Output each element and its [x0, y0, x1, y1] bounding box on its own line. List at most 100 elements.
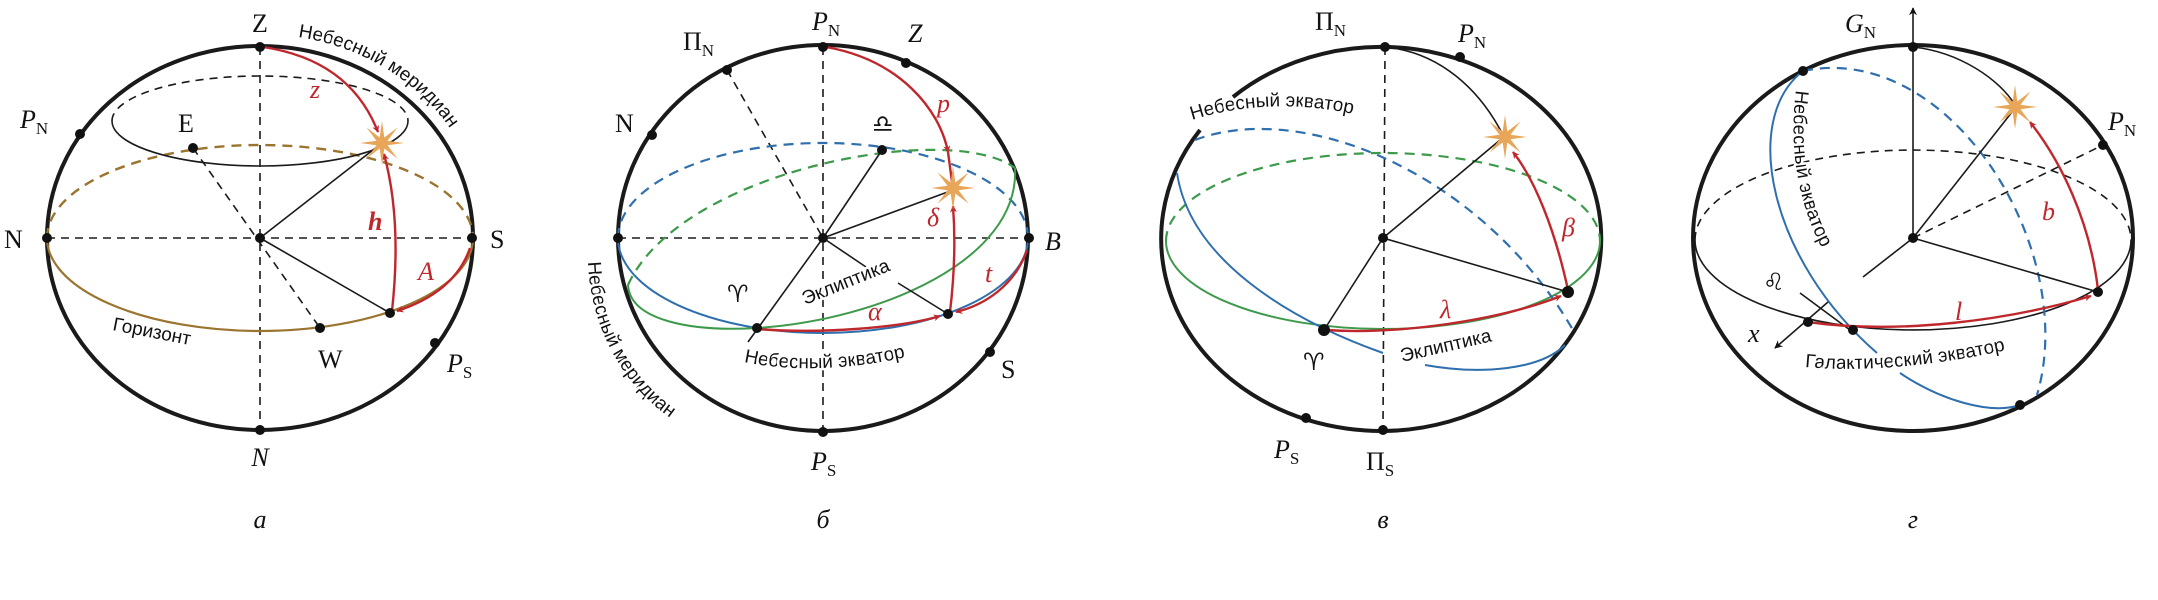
horizon-back: [45, 143, 475, 239]
almucantar-back: [111, 75, 409, 122]
star-direction: [1382, 139, 1501, 239]
latitude-arc: [1512, 151, 1570, 291]
libra-direction: [822, 149, 883, 239]
polar-distance-arc-end: [946, 151, 954, 183]
caption-d: г: [1908, 505, 1918, 534]
star-foot-direction: [1382, 237, 1569, 293]
ecliptic-meridian: [1384, 46, 1504, 136]
south-pole-label: PS: [446, 349, 472, 382]
longitude-arc: [1325, 294, 1562, 333]
caption-a: а: [254, 505, 267, 534]
panel-d-galactic-system: GN PN ♌ x b l Небесный экватор Галактиче…: [1691, 7, 2136, 534]
meridian-label: Небесный меридиан: [297, 21, 463, 131]
ecliptic-front: [627, 167, 1017, 330]
x-label: x: [1747, 319, 1760, 348]
aries-icon: ♈: [1303, 348, 1325, 376]
south-label: S: [490, 225, 504, 254]
star-icon: [360, 121, 404, 165]
star-direction: [259, 145, 379, 239]
galactic-meridian: [1912, 46, 2016, 106]
celestial-equator-front-2: [1424, 344, 1566, 371]
star-foot-direction: [259, 237, 391, 314]
vernal-equinox-direction: [1323, 237, 1384, 331]
points: [1301, 42, 1574, 435]
west-label: B: [1045, 227, 1061, 256]
celestial-sphere-outline: [1159, 44, 1604, 433]
zenith-label: Z: [908, 19, 923, 48]
ecliptic-axis: [1382, 46, 1386, 431]
north-pole-label: PN: [811, 7, 840, 40]
l-label: l: [1955, 297, 1962, 326]
zenith-label: Z: [252, 9, 268, 38]
star-icon: [1483, 115, 1527, 159]
celestial-equator-front-2: [1899, 372, 2021, 410]
north-pole-label: PN: [1457, 19, 1486, 52]
lambda-label: λ: [1439, 295, 1451, 324]
x-axis: [1862, 237, 1914, 278]
panel-a-horizontal-system: Z PN E N S W PS N z h A Небесный меридиа…: [4, 9, 504, 534]
ecliptic-label: Эклиптика: [1398, 325, 1494, 366]
north-label: N: [615, 109, 634, 138]
star-direction: [1912, 111, 2013, 239]
polar-distance-arc: [825, 45, 951, 153]
ecliptic-north-pole-label: ΠN: [683, 27, 714, 60]
delta-label: δ: [927, 203, 940, 232]
ecliptic-pole-axis: [726, 69, 824, 239]
libra-icon: ♎: [872, 110, 894, 138]
aries-icon: ♈: [727, 280, 749, 308]
ecliptic-back: [1164, 151, 1602, 242]
panel-b-equatorial-system: PN ΠN N Z ♎ B S PS ♈ p δ t α Эклиптика Н…: [580, 7, 1061, 534]
equator-label: Небесный экватор: [1187, 90, 1355, 124]
south-pole-label: PS: [1273, 435, 1299, 468]
points: [42, 42, 477, 435]
star-foot-direction: [822, 237, 867, 268]
east-west-line: [192, 147, 321, 329]
celestial-equator-front: [1176, 172, 1384, 354]
z-label: z: [309, 75, 320, 104]
celestial-equator-back: [1194, 127, 1574, 331]
galactic-latitude-arc: [2029, 121, 2100, 291]
north-pole-label: PN: [19, 105, 48, 138]
star-icon: [1993, 85, 2037, 129]
caption-b: б: [816, 505, 830, 534]
x-axis-arrow: [1774, 301, 1829, 349]
equator-label: Небесный экватор: [1788, 90, 1836, 251]
alpha-label: α: [868, 297, 883, 326]
leo-icon: ♌: [1763, 268, 1785, 296]
meridian-label: Небесный меридиан: [583, 261, 680, 422]
azimuth-arc: [396, 247, 472, 313]
east-label: E: [178, 109, 194, 138]
galactic-pole-label: GN: [1845, 9, 1876, 42]
west-label: W: [318, 345, 343, 374]
ecliptic-north-pole-label: ΠN: [1315, 7, 1346, 40]
celestial-equator-front: [617, 237, 1029, 334]
south-label: S: [1001, 355, 1015, 384]
h-label: h: [368, 207, 382, 236]
south-pole-label: PS: [810, 447, 836, 480]
galactic-equator-front: [1694, 239, 2132, 331]
ascending-node-pointer: [1799, 292, 1851, 331]
galactic-longitude-arc: [1807, 294, 2092, 328]
zenith-distance-arc: [262, 45, 380, 133]
nadir-label: N: [250, 443, 270, 472]
star-foot-direction: [1912, 237, 2099, 293]
p-label: p: [935, 89, 950, 118]
altitude-arc: [382, 153, 397, 312]
horizon-label: Горизонт: [111, 314, 193, 350]
beta-label: β: [1561, 213, 1575, 242]
A-label: A: [416, 257, 434, 286]
star-foot-direction-2: [897, 282, 949, 315]
galactic-equator-label: Галактический экватор: [1805, 335, 2007, 374]
world-pole-direction: [1912, 144, 2104, 239]
hour-angle-arc: [955, 249, 1029, 314]
ecliptic-back: [626, 148, 1016, 286]
north-label: N: [4, 225, 23, 254]
celestial-equator-back: [1802, 66, 2047, 396]
t-label: t: [985, 259, 993, 288]
ecliptic-south-pole-label: ΠS: [1366, 447, 1394, 480]
points: [613, 42, 1034, 437]
celestial-equator-front: [1769, 70, 1878, 354]
points: [1798, 42, 2108, 410]
celestial-equator-back: [616, 141, 1030, 239]
